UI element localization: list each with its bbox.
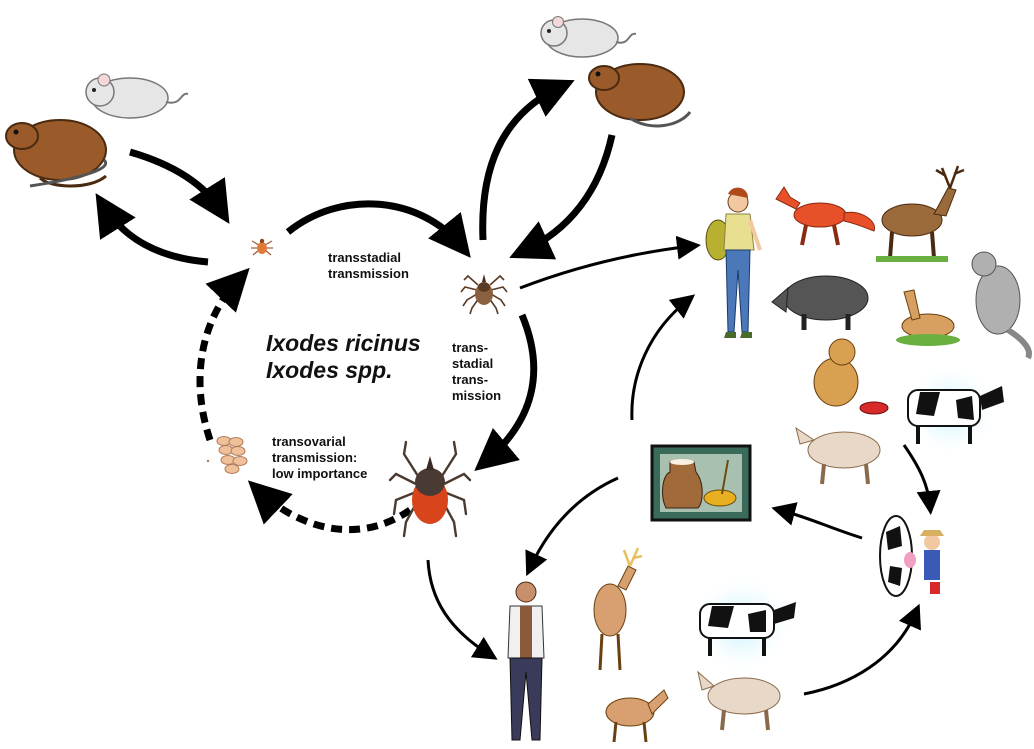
arrow-food-to-man [525, 476, 619, 577]
vole-icon-left [5, 119, 108, 188]
man-icon [507, 581, 545, 741]
label-transstadial-top: transstadial transmission [328, 250, 409, 281]
species-line-1: Ixodes ricinus [266, 330, 421, 356]
hiker-icon [705, 187, 762, 338]
cycle-arrows [95, 78, 616, 472]
label-transovarial: transovarial transmission: low importanc… [272, 434, 368, 481]
tick-larva-icon [251, 238, 273, 256]
eggs-icon [206, 436, 248, 474]
fawn-icon-bottom [605, 689, 669, 743]
arrow-larva-to-rodent [95, 193, 209, 266]
vole-icon-top [588, 63, 692, 128]
cow-icon-bottom [690, 572, 796, 676]
arrow-nymph-to-hiker [519, 235, 701, 290]
roe-deer-icon [593, 547, 643, 671]
arrow-rodent-to-nymph [509, 134, 616, 260]
mouse-icon-left [85, 73, 189, 119]
arrow-rodent-to-larva [129, 148, 230, 224]
dairy-food-icon [650, 444, 752, 522]
mouse-icon-top [540, 16, 637, 58]
fox-icon [775, 186, 876, 246]
arrow-larva-to-nymph [285, 200, 471, 258]
transovarial-arrows [196, 267, 413, 534]
marten-icon [971, 251, 1032, 360]
species-name: Ixodes ricinus Ixodes spp. [266, 330, 421, 384]
tick-adult-icon [388, 440, 472, 538]
arrow-adult-to-man [426, 559, 498, 660]
cow-icon-right [902, 362, 1004, 458]
fawn-icon [896, 289, 960, 346]
arrow-nymph-to-rodent [479, 78, 575, 241]
arrow-food-to-hiker [630, 294, 696, 421]
tick-nymph-icon [460, 274, 508, 315]
arrow-milking-to-food [771, 502, 863, 540]
goat-icon-bottom [697, 670, 781, 731]
label-transstadial-right: trans- stadial trans- mission [452, 340, 502, 403]
dog-icon [813, 338, 889, 415]
boar-icon [771, 275, 869, 330]
arrow-livestock-to-milking [803, 603, 921, 696]
arrow-nymph-to-adult [474, 313, 538, 472]
red-deer-icon [876, 165, 965, 262]
goat-icon-right [795, 426, 881, 485]
arrow-adult-to-eggs [247, 480, 413, 534]
arrow-cow-to-milking [902, 444, 941, 515]
infection-arrows [426, 235, 941, 696]
arrow-eggs-to-larva [196, 267, 250, 442]
milking-icon [879, 515, 944, 597]
species-line-2: Ixodes spp. [266, 357, 393, 383]
